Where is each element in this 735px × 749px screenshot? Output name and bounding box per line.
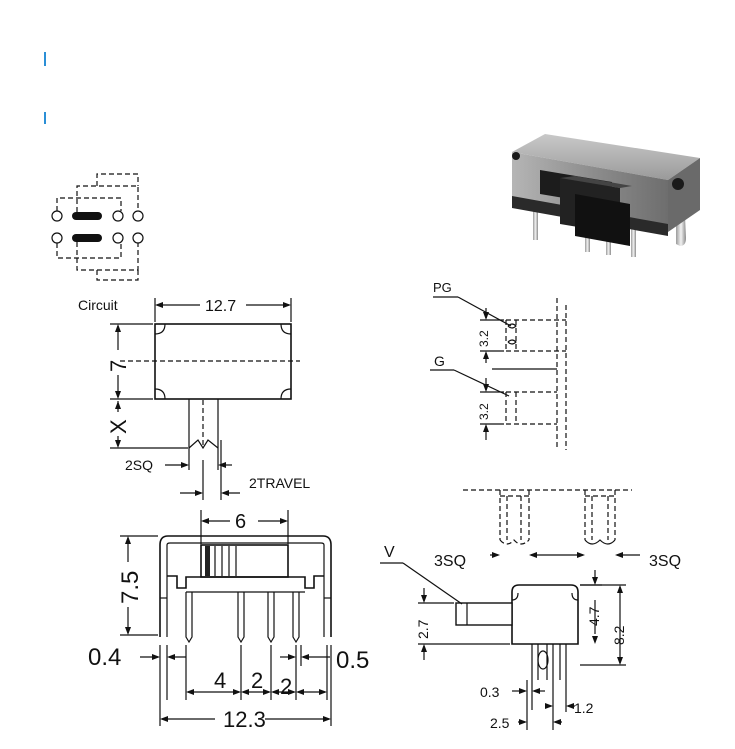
label-pg: PG: [433, 280, 452, 295]
dim-7: 7: [106, 360, 131, 372]
front-view: [120, 510, 332, 726]
dim-2sq: 2SQ: [125, 457, 153, 473]
dim-3sq-right: 3SQ: [649, 553, 681, 570]
side-view: [380, 489, 640, 730]
dim-0-5: 0.5: [336, 647, 369, 674]
dim-2-5: 2.5: [490, 715, 510, 731]
label-v: V: [384, 544, 395, 561]
accent-mark-bottom: [44, 112, 46, 124]
dim-7-5: 7.5: [117, 571, 144, 604]
dim-12-7: 12.7: [205, 298, 236, 315]
label-g: G: [434, 353, 445, 369]
dim-4-7: 4.7: [586, 606, 602, 626]
dim-2-7: 2.7: [415, 619, 431, 639]
dim-1-2: 1.2: [574, 700, 594, 716]
dim-6: 6: [235, 511, 246, 533]
dim-2-first: 2: [251, 668, 263, 693]
dim-0-4: 0.4: [88, 644, 121, 671]
circuit-symbol: [51, 173, 144, 281]
dim-x: X: [106, 419, 131, 434]
dim-3-2-top: 3.2: [477, 330, 491, 347]
product-photo: [512, 134, 700, 257]
dim-2travel: 2TRAVEL: [249, 475, 310, 491]
dim-4: 4: [214, 668, 226, 693]
dim-0-3: 0.3: [480, 684, 500, 700]
dim-3sq-left: 3SQ: [434, 553, 466, 570]
dim-8-2: 8.2: [611, 625, 627, 645]
circuit-label: Circuit: [78, 297, 118, 313]
pcb-layout: [430, 296, 567, 450]
top-view: [110, 298, 300, 500]
dim-2-second: 2: [280, 674, 292, 699]
dim-3-2-bottom: 3.2: [477, 403, 491, 420]
accent-mark-top: [44, 52, 46, 66]
dim-12-3: 12.3: [223, 707, 266, 732]
